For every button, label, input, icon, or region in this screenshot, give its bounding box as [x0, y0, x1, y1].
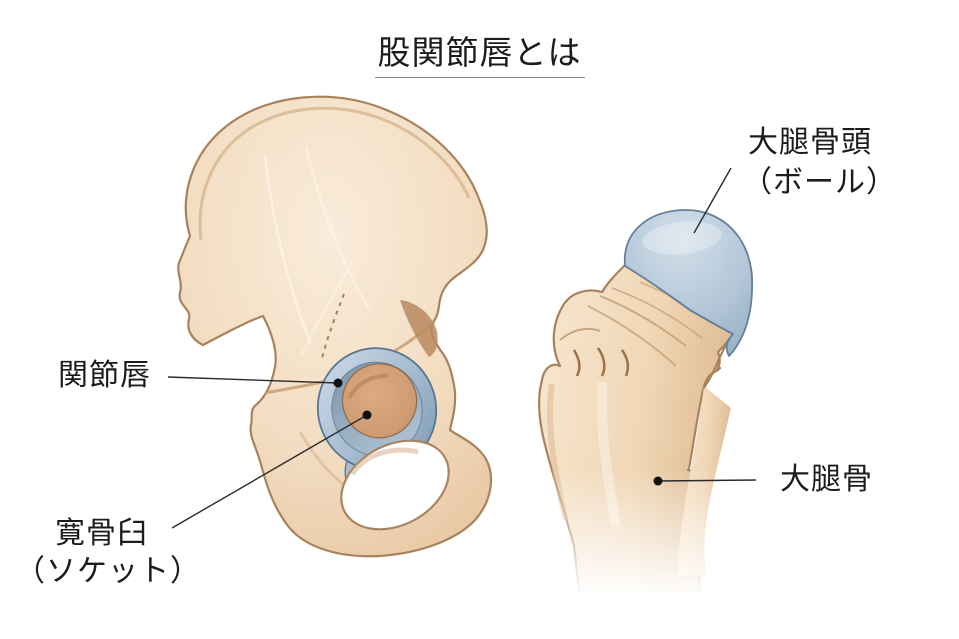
- wing-fiber-line: [300, 261, 353, 357]
- marker-dot-labrum: [333, 378, 343, 388]
- femur-illustration: [525, 209, 785, 639]
- wing-fiber-line: [305, 146, 370, 311]
- label-acetabulum-line2: （ソケット）: [15, 555, 201, 588]
- femur-fade: [525, 470, 785, 639]
- femoral-cartilage-cap: [623, 209, 753, 357]
- pelvis-illustration: [177, 95, 492, 558]
- label-femur: 大腿骨: [780, 463, 873, 496]
- iliac-crest-line: [198, 106, 471, 241]
- page-title: 股関節唇とは: [377, 34, 582, 71]
- trochanter-outline: [559, 327, 601, 341]
- obturator-foramen: [340, 439, 450, 531]
- label-femoral-head-line2: （ボール）: [742, 166, 897, 199]
- foramen-inner-shadow: [349, 447, 419, 476]
- neck-striation: [599, 295, 687, 347]
- marker-dot-acetabulum: [362, 410, 372, 420]
- annotations: [167, 167, 757, 529]
- trochanter-crease: [620, 349, 630, 377]
- leader-line-femoral-head: [693, 167, 732, 234]
- posterior-shadow: [400, 300, 438, 357]
- trochanter-crease: [572, 349, 581, 377]
- title-underline: [375, 77, 585, 78]
- label-acetabulum-line1: 寛骨臼: [55, 517, 148, 550]
- neck-striation: [587, 305, 677, 367]
- wing-fiber-line: [263, 154, 313, 345]
- neck-striation: [611, 287, 703, 339]
- label-femoral-head-line1: 大腿骨頭: [748, 126, 872, 159]
- cartilage-highlight: [642, 221, 722, 255]
- acetabulum-fossa: [341, 363, 418, 439]
- leader-line-acetabulum: [171, 414, 368, 529]
- marker-dot-femur: [653, 476, 663, 486]
- fossa-shadow: [347, 373, 389, 399]
- leader-line-femur: [657, 479, 757, 482]
- label-labrum: 関節唇: [58, 359, 151, 392]
- trochanter-crease: [596, 347, 606, 377]
- leader-line-labrum: [167, 376, 339, 384]
